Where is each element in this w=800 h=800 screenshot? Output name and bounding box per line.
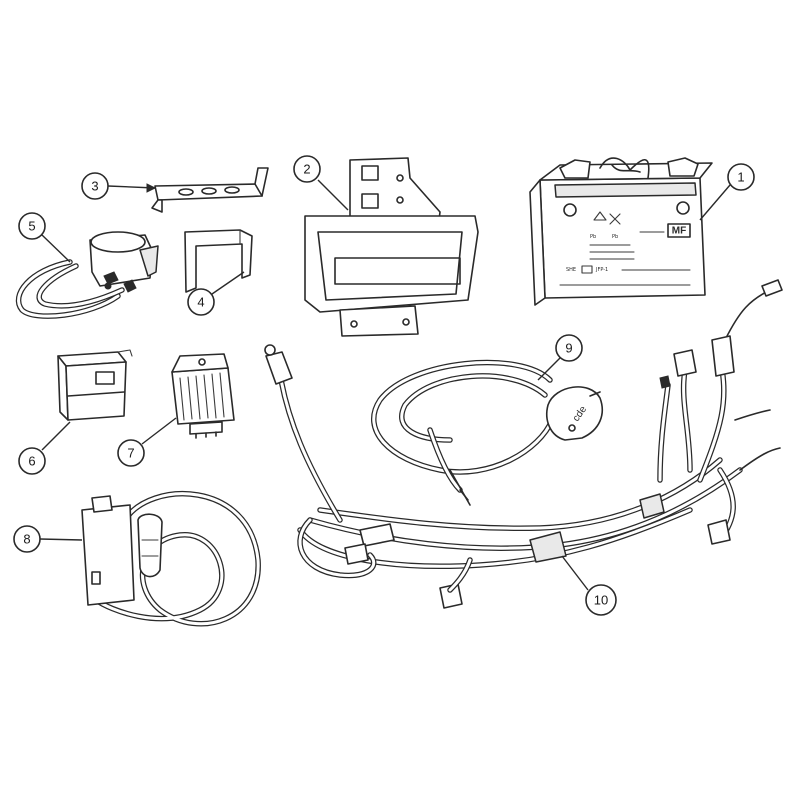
- callout-5-label: 5: [28, 219, 35, 234]
- battery-mf-text: MF: [672, 226, 686, 237]
- callout-1-label: 1: [737, 170, 744, 185]
- callout-2-label: 2: [303, 162, 310, 177]
- callout-4-label: 4: [197, 295, 204, 310]
- handlebar-switch-icon: cde: [371, 359, 604, 506]
- battery-vent-right: [676, 201, 690, 215]
- battery-model-code: JFP-1: [595, 267, 608, 273]
- wiring-harness-icon: [264, 279, 783, 609]
- callout-10-label: 10: [594, 593, 608, 608]
- svg-text:SHE: SHE: [566, 267, 576, 273]
- callout-8-label: 8: [23, 532, 30, 547]
- callout-7-label: 7: [127, 446, 134, 461]
- svg-text:Pb: Pb: [612, 234, 618, 240]
- callout-10: 10: [585, 584, 617, 616]
- svg-text:Pb: Pb: [590, 234, 596, 240]
- cdi-unit-icon: [57, 349, 133, 421]
- callout-3-label: 3: [91, 179, 98, 194]
- callout-6-label: 6: [28, 454, 35, 469]
- clamp-bracket-icon: [184, 229, 253, 293]
- battery-icon: Pb Pb MF SHE JFP-1: [529, 157, 713, 306]
- starter-relay-icon: [15, 231, 159, 319]
- mounting-strap-icon: [151, 167, 269, 213]
- battery-vent-left: [563, 203, 577, 217]
- voltage-regulator-icon: [171, 353, 235, 439]
- ignition-coil-icon: [81, 491, 261, 627]
- callout-9-label: 9: [565, 341, 572, 356]
- callout-8: 8: [13, 525, 41, 553]
- battery-bracket-icon: [304, 157, 479, 337]
- callout-6: 6: [18, 447, 46, 475]
- callout-7: 7: [117, 439, 145, 467]
- callout-1: 1: [727, 163, 755, 191]
- callout-3: 3: [81, 172, 109, 200]
- callout-9: 9: [555, 334, 583, 362]
- callout-4: 4: [187, 288, 215, 316]
- battery-mf-badge: [667, 223, 691, 238]
- callout-5: 5: [18, 212, 46, 240]
- callout-2: 2: [293, 155, 321, 183]
